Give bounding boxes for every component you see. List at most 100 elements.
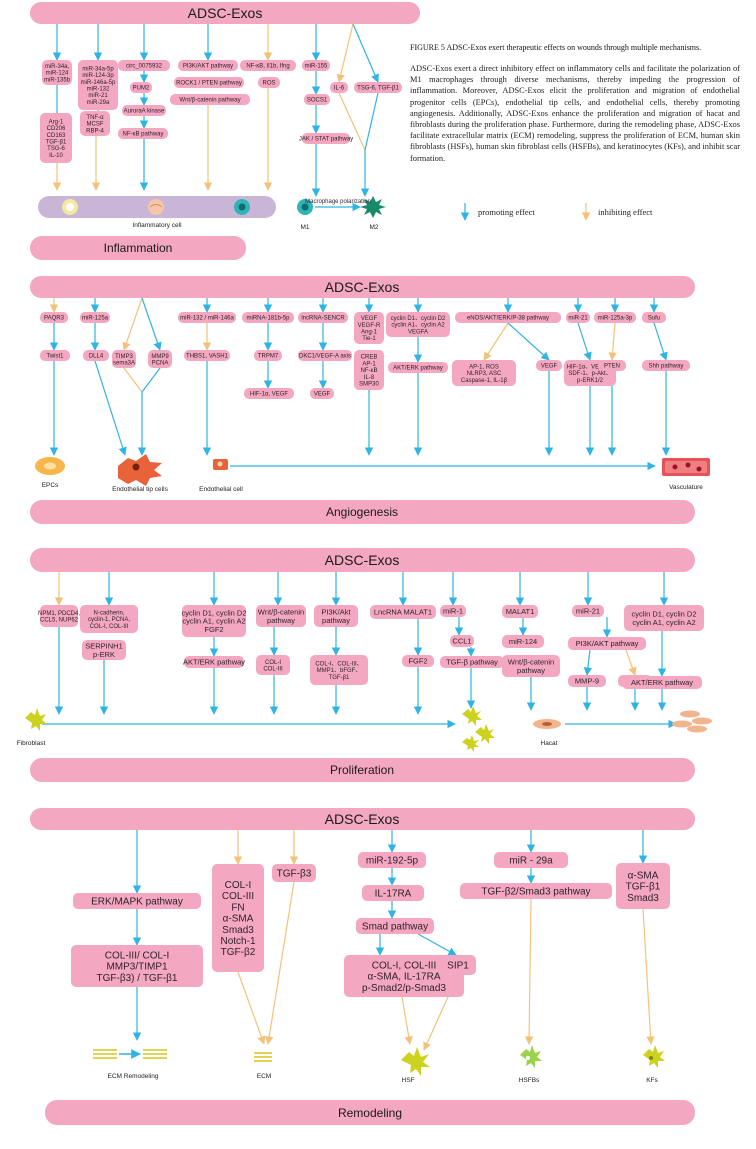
box-i8-line: NF-κB pathway — [122, 132, 163, 138]
box-r7: Smad pathway — [356, 918, 434, 934]
box-i4-line: RBP-4 — [86, 128, 104, 134]
box-p15-line: MALAT1 — [506, 607, 535, 616]
box-p4-line: FGF2 — [204, 625, 223, 634]
box-a25-line: PTEN — [604, 364, 620, 370]
box-r10: miR - 29a — [494, 852, 568, 868]
box-i10: ROCK1 / PTEN pathway — [174, 77, 244, 88]
inhibiting-arrow-116 — [642, 908, 655, 1045]
box-i18: TSG-6, TGF-β1 — [354, 82, 402, 93]
box-a20-line: NLRP3, ASC — [467, 371, 502, 377]
box-r3-line: TGF-β2 — [221, 947, 256, 958]
box-a7-line: miR-132 / miR-146a — [180, 316, 234, 322]
box-a2: Twist1 — [40, 350, 70, 361]
box-a25: PTEN — [598, 360, 626, 371]
box-i6-line: PUM2 — [133, 86, 150, 92]
inhibiting-arrow-114 — [524, 898, 534, 1045]
box-i12: NF-κB, Il1b, Ifng — [240, 60, 296, 71]
proliferation-section-title: Proliferation — [330, 763, 394, 777]
box-a23-line: p-ERK1/2 — [577, 378, 604, 384]
box-a4: DLL4 — [83, 350, 109, 361]
box-r12-line: α-SMA — [628, 870, 659, 881]
box-i2-line: IL-10 — [49, 153, 63, 159]
box-i2-line: CD206 — [47, 126, 66, 132]
box-a20-line: AP-1, ROS — [469, 364, 499, 370]
box-r7-line: Smad pathway — [362, 922, 428, 933]
box-p4-line: cyclin A1, cyclin A2 — [182, 617, 245, 626]
figure-description: ADSC-Exos exert a direct inhibitory effe… — [410, 64, 740, 163]
box-a5-line: sema3A — [113, 361, 135, 367]
inflammation-section-bar — [30, 236, 246, 260]
box-p22-line: cyclin A1, cyclin A2 — [632, 618, 695, 627]
box-r2-line: MMP3/TIMP1 — [106, 962, 168, 973]
box-i6: PUM2 — [130, 82, 152, 93]
box-i2-line: CD163 — [47, 133, 66, 139]
box-i1-line: miR-135b — [44, 77, 71, 83]
box-p20-line: MMP-9 — [575, 677, 599, 686]
m1-macrophage-icon — [297, 199, 313, 215]
angiogenesis-header-bar — [30, 276, 695, 298]
fibroblast-cluster-icon — [462, 706, 495, 752]
box-a1-line: PAQR3 — [44, 316, 65, 322]
box-i13-line: ROS — [262, 81, 275, 87]
box-a22-line: miR-21 — [568, 316, 588, 322]
hacat-label: Hacat — [541, 740, 558, 747]
angiogenesis-section-title: Angiogenesis — [326, 505, 398, 519]
remodeling-section-title: Remodeling — [338, 1106, 402, 1120]
box-p13: CCL1 — [450, 635, 474, 647]
box-i16: JAK / STAT pathway — [299, 133, 353, 144]
endothelial-cell-label: Endothelial cell — [199, 486, 243, 493]
ecm-label: ECM — [257, 1073, 271, 1080]
vasculature-icon — [662, 458, 710, 476]
box-p12: miR-1 — [440, 605, 466, 617]
box-p9-line: COL-I、COL-III、 — [315, 661, 362, 667]
epc-cell-icon — [35, 457, 65, 475]
box-a17-line: cyclin D1、cyclin D2 — [391, 316, 446, 322]
box-p8-line: pathway — [322, 616, 350, 625]
box-i3-line: miR-34a-5p — [82, 66, 114, 72]
m2-label: M2 — [369, 224, 378, 231]
box-p16-line: miR-124 — [509, 637, 537, 646]
hsf-label: HSF — [402, 1077, 415, 1084]
box-r3-line: FN — [231, 902, 244, 913]
arrow-layer — [42, 23, 677, 1051]
epcs-label: EPCs — [42, 482, 59, 489]
box-p7-line: COL-III — [263, 667, 283, 673]
promoting-arrow-22 — [364, 92, 379, 151]
box-p11: FGF2 — [402, 655, 434, 667]
inhibiting-arrow-51 — [483, 322, 509, 361]
promoting-arrow-20 — [352, 23, 379, 83]
box-p6-line: Wnt/β-catenin — [258, 608, 304, 617]
inhibiting-arrow-31 — [122, 297, 143, 351]
box-i2-line: TGF-β1 — [46, 140, 67, 146]
box-i14: miR-155 — [302, 60, 330, 71]
inhibiting-arrow-58 — [608, 322, 617, 361]
box-p3-line: SERPINH1 — [85, 642, 123, 651]
box-p10-line: LncRNA MALAT1 — [374, 608, 432, 617]
box-a11-line: HIF-1α, VEGF — [250, 392, 288, 398]
box-a14-line: VEGF — [314, 392, 331, 398]
box-a1: PAQR3 — [40, 312, 68, 323]
box-i15-line: SOCS1 — [307, 98, 328, 104]
box-a21-line: VEGF — [541, 364, 558, 370]
box-r12-line: Smad3 — [627, 893, 659, 904]
inflammation-section-title: Inflammation — [104, 241, 173, 255]
box-p13-line: CCL1 — [452, 637, 471, 646]
angiogenesis-header: ADSC-Exos — [325, 279, 400, 295]
box-a26: Sufu — [642, 312, 666, 323]
box-a19: eNOS/AKT/ERK/P-38 pathway — [455, 312, 561, 323]
box-r3-line: COL-III — [222, 891, 254, 902]
box-a20-line: Caspase-1, IL-1β — [461, 378, 508, 384]
box-a18-line: AKT/ERK pathway — [393, 366, 443, 372]
inhibiting-arrow-21 — [338, 92, 366, 151]
inhibiting-arrow-110 — [401, 996, 413, 1045]
box-a16-line: SMP30 — [359, 382, 379, 388]
box-i3-line: miR-132 — [87, 87, 110, 93]
box-p18: miR-21 — [572, 605, 604, 617]
